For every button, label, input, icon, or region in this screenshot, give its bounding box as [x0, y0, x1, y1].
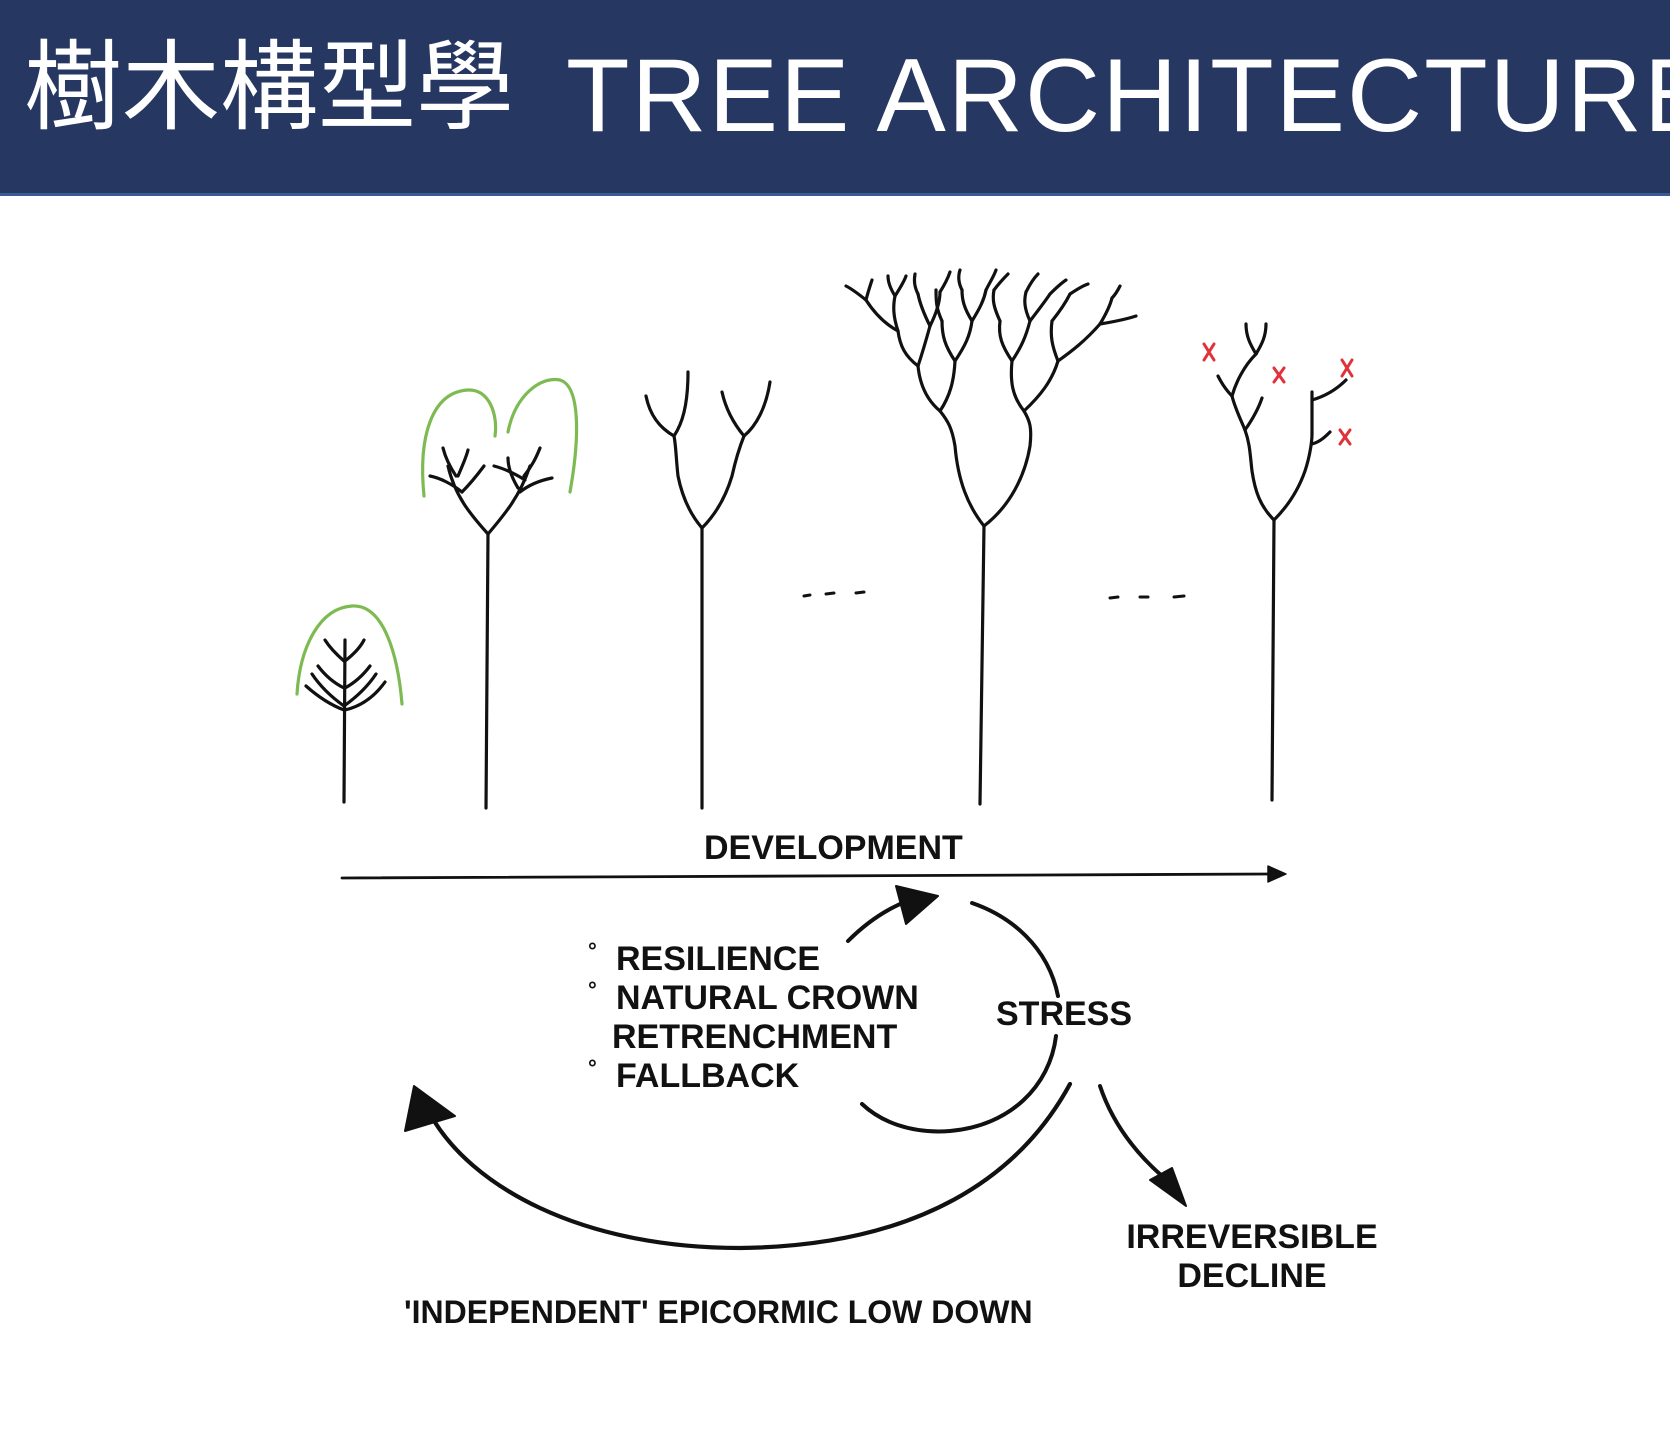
stress-cycle-arrows [846, 885, 1060, 1134]
bullet-text: RETRENCHMENT [612, 1018, 898, 1056]
dead-tip-marks [1202, 342, 1354, 446]
ellipsis-right [1108, 594, 1186, 600]
header-banner: 樹木構型學 TREE ARCHITECTURE [0, 0, 1670, 196]
title-english: TREE ARCHITECTURE [566, 38, 1670, 154]
tree-forked [644, 370, 772, 810]
bullet-fallback: ° FALLBACK [588, 1057, 919, 1096]
tree-architecture-diagram: DEVELOPMENT STRESS ° RESILIENCE ° NATURA… [0, 196, 1670, 1440]
irreversible-decline-label: IRREVERSIBLE DECLINE [1112, 1218, 1392, 1296]
decline-line-2: DECLINE [1177, 1257, 1327, 1295]
tree-declining [1216, 322, 1348, 802]
response-bullet-list: ° RESILIENCE ° NATURAL CROWN RETRENCHMEN… [588, 940, 919, 1096]
bullet-marker: ° [588, 1055, 597, 1080]
canopy-outline [295, 604, 404, 706]
development-arrow [340, 865, 1287, 883]
bullet-marker: ° [588, 977, 597, 1002]
bullet-resilience: ° RESILIENCE [588, 940, 919, 979]
tree-sapling [295, 604, 404, 804]
tree-young [421, 377, 579, 810]
bullet-natural-crown: ° NATURAL CROWN [588, 979, 919, 1018]
bullet-text: RESILIENCE [616, 940, 821, 978]
ellipsis-left [802, 590, 866, 598]
tree-mature [844, 268, 1138, 806]
bullet-marker: ° [588, 938, 597, 963]
diagram-drawing [295, 268, 1354, 1251]
decline-line-1: IRREVERSIBLE [1126, 1218, 1378, 1256]
development-label: DEVELOPMENT [704, 829, 963, 867]
bullet-text: FALLBACK [616, 1057, 800, 1095]
epicormic-label: 'INDEPENDENT' EPICORMIC LOW DOWN [404, 1294, 1033, 1330]
title-chinese: 樹木構型學 [24, 31, 515, 145]
stress-label: STRESS [996, 995, 1133, 1033]
bullet-text: NATURAL CROWN [616, 979, 919, 1017]
decline-arrow [1098, 1084, 1187, 1207]
bullet-retrenchment: RETRENCHMENT [588, 1018, 919, 1057]
epicormic-return-arrow [404, 1081, 1073, 1251]
